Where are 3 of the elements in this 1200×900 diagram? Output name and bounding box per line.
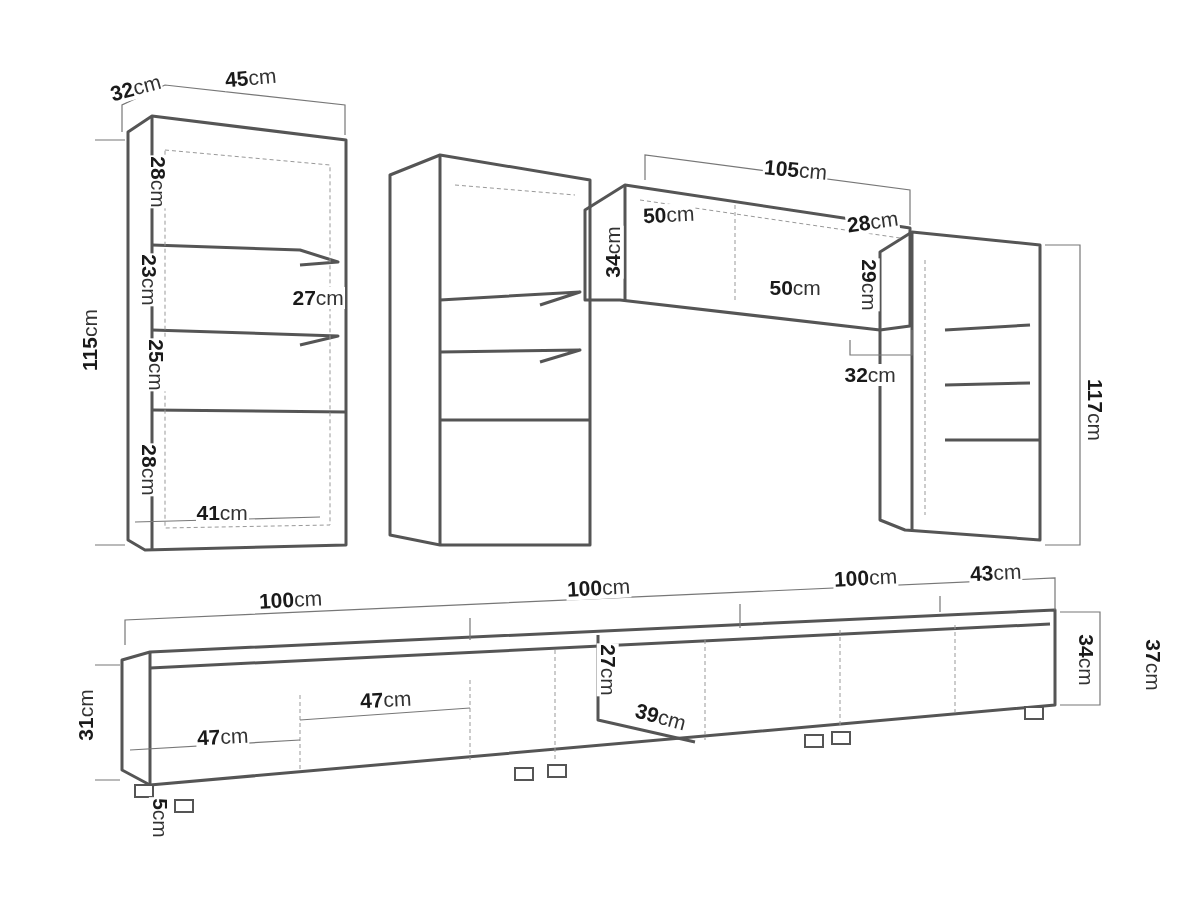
- dimension-label: 27cm: [596, 643, 619, 697]
- dimension-label: 32cm: [843, 364, 897, 387]
- dimension-label: 27cm: [291, 287, 345, 310]
